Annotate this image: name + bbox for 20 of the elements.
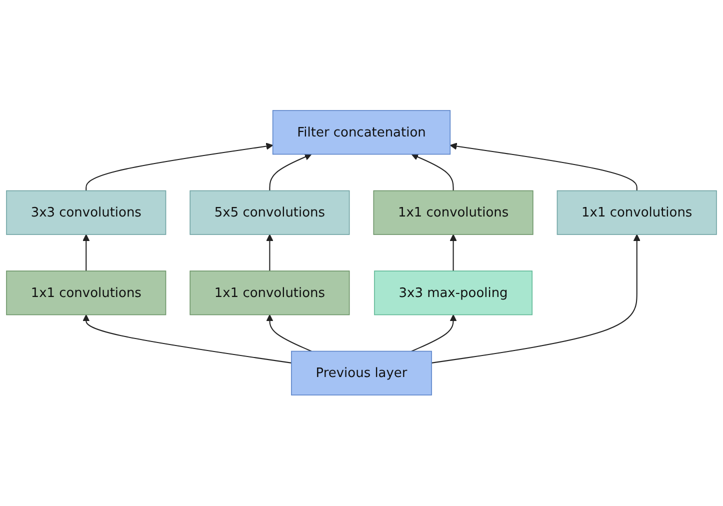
- arrow: [450, 142, 638, 191]
- node-box: 3x3 max-pooling: [374, 270, 533, 316]
- arrow: [411, 154, 454, 191]
- node-box: 1x1 convolutions: [190, 270, 350, 316]
- arrow: [266, 234, 274, 272]
- arrow: [269, 154, 312, 191]
- node-box: Filter concatenation: [272, 110, 451, 155]
- arrow: [82, 314, 292, 364]
- node-box: 1x1 convolutions: [6, 270, 166, 316]
- node-box: 1x1 convolutions: [373, 190, 534, 236]
- node-box: 5x5 convolutions: [190, 190, 350, 236]
- node-box: 3x3 convolutions: [6, 190, 166, 236]
- node-box: Previous layer: [291, 351, 432, 396]
- node-box: 1x1 convolutions: [556, 190, 717, 236]
- arrow: [266, 314, 312, 352]
- arrow: [431, 234, 640, 364]
- arrow: [86, 142, 274, 191]
- arrow: [82, 234, 90, 272]
- arrow: [411, 314, 457, 352]
- arrow: [450, 234, 457, 272]
